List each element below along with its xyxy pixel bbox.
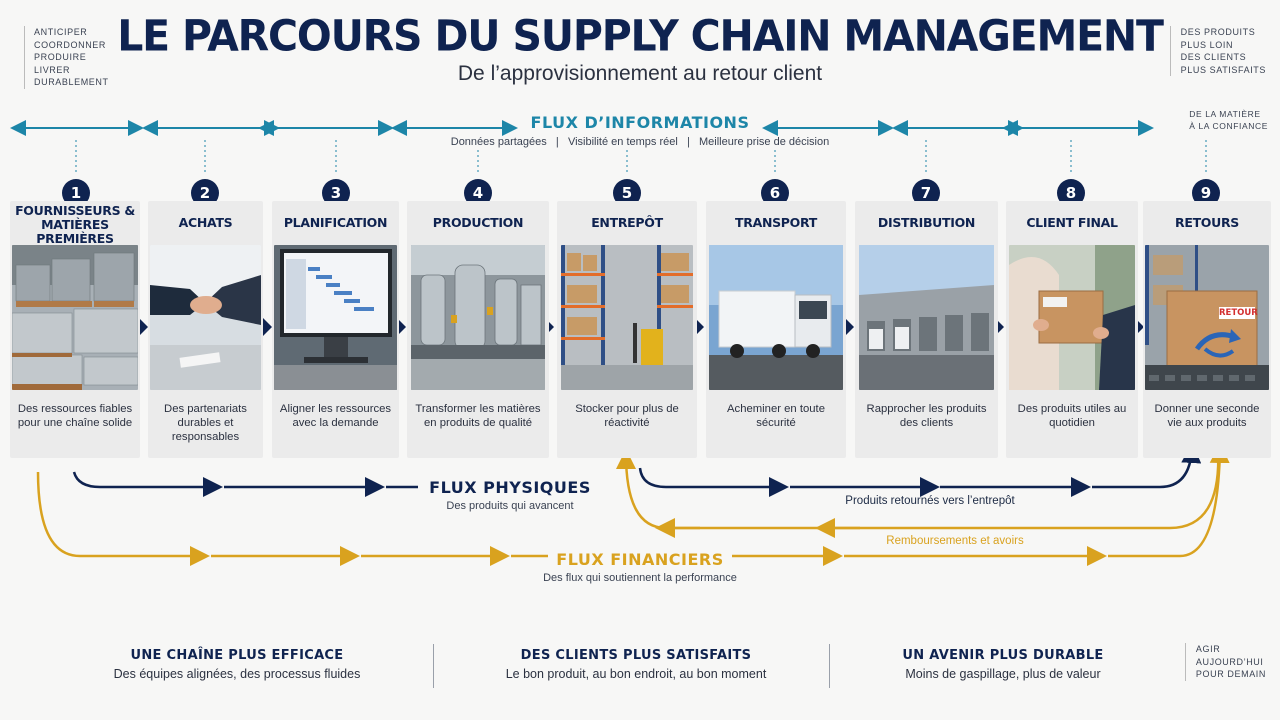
photo-warehouse <box>561 245 693 390</box>
step-title: FOURNISSEURS & MATIÈRES PREMIÈRES <box>15 203 135 246</box>
step-description: Des produits utiles au quotidien <box>1017 403 1127 429</box>
step-description: Des partenariats durables et responsable… <box>164 403 247 443</box>
physical-flow-line <box>72 443 1202 497</box>
financial-flow-line <box>36 443 1230 566</box>
financial-flow-label: FLUX FINANCIERS <box>556 550 724 569</box>
step-title: TRANSPORT <box>735 215 817 230</box>
corner-note-top-left: ANTICIPER COORDONNER PRODUIRE LIVRER DUR… <box>24 26 109 89</box>
step-title: ACHATS <box>178 215 233 230</box>
divider <box>433 644 434 688</box>
photo-return-box: RETOUR <box>1145 245 1269 390</box>
step-card-5: ENTREPÔT Stocker pour plus de réactivité <box>557 201 697 458</box>
benefit-title: UNE CHAÎNE PLUS EFFICACE <box>130 648 344 663</box>
photo-raw-materials <box>12 245 138 390</box>
benefit-title: DES CLIENTS PLUS SATISFAITS <box>520 648 752 663</box>
benefit-sustainability: UN AVENIR PLUS DURABLE Moins de gaspilla… <box>853 648 1153 681</box>
photo-planning-monitor <box>274 245 397 390</box>
photo-production-line <box>411 245 545 390</box>
page-title: LE PARCOURS DU SUPPLY CHAIN MANAGEMENT <box>117 10 1164 62</box>
step-description: Des ressources fiables pour une chaîne s… <box>17 403 133 429</box>
step-card-9: RETOURS RETOUR Donner une seconde vie au… <box>1143 201 1271 458</box>
step-title: DISTRIBUTION <box>877 215 976 230</box>
benefit-efficiency: UNE CHAÎNE PLUS EFFICACE Des équipes ali… <box>87 648 387 681</box>
divider <box>829 644 830 688</box>
step-description: Acheminer en toute sécurité <box>727 403 825 429</box>
photo-handshake <box>150 245 261 390</box>
step-title: ENTREPÔT <box>591 215 663 230</box>
returns-flow-label: Produits retournés vers l’entrepôt <box>845 495 1015 507</box>
page-subtitle: De l’approvisionnement au retour client <box>457 62 823 85</box>
photo-customer-receiving-box <box>1009 245 1135 390</box>
benefit-subtitle: Moins de gaspillage, plus de valeur <box>905 667 1101 681</box>
info-drop-lines <box>75 140 1207 175</box>
step-title: PRODUCTION <box>432 215 524 230</box>
step-card-4: PRODUCTION Transformer les matières en p… <box>407 201 549 458</box>
benefit-subtitle: Le bon produit, au bon endroit, au bon m… <box>505 667 767 681</box>
step-card-2: ACHATS Des partenariats durables et resp… <box>148 201 263 458</box>
step-description: Donner une seconde vie aux produits <box>1154 403 1260 429</box>
step-card-8: CLIENT FINAL Des produits utiles au quot… <box>1006 201 1138 458</box>
step-description: Aligner les ressources avec la demande <box>279 403 392 429</box>
step-description: Stocker pour plus de réactivité <box>575 403 679 429</box>
info-flow-subtitle: Données partagées | Visibilité en temps … <box>450 136 830 148</box>
corner-note-top-right: DES PRODUITS PLUS LOIN DES CLIENTS PLUS … <box>1169 26 1266 76</box>
photo-distribution-center <box>859 245 994 390</box>
physical-flow-label: FLUX PHYSIQUES <box>429 478 591 497</box>
step-card-1: FOURNISSEURS & MATIÈRES PREMIÈRES Des re… <box>10 201 140 458</box>
step-description: Transformer les matières en produits de … <box>415 403 541 429</box>
step-card-3: PLANIFICATION Aligner les ressources ave… <box>272 201 399 458</box>
step-title: PLANIFICATION <box>283 215 388 230</box>
physical-flow-subtitle: Des produits qui avancent <box>446 500 574 512</box>
financial-flow-subtitle: Des flux qui soutiennent la performance <box>543 572 737 584</box>
info-flow-label: FLUX D’INFORMATIONS <box>530 113 750 132</box>
step-card-7: DISTRIBUTION Rapprocher les produits des… <box>855 201 998 458</box>
benefit-subtitle: Des équipes alignées, des processus flui… <box>113 667 361 681</box>
step-title: CLIENT FINAL <box>1026 215 1118 230</box>
benefit-satisfaction: DES CLIENTS PLUS SATISFAITS Le bon produ… <box>486 648 786 681</box>
corner-note-right: DE LA MATIÈRE À LA CONFIANCE <box>1189 109 1268 131</box>
step-description: Rapprocher les produits des clients <box>866 403 987 429</box>
return-label-sticker: RETOUR <box>1219 307 1258 319</box>
photo-truck <box>709 245 843 390</box>
step-card-6: TRANSPORT Acheminer en toute sécurité <box>706 201 846 458</box>
corner-note-bottom-right: AGIR AUJOURD’HUI POUR DEMAIN <box>1184 643 1266 681</box>
refund-loop-line <box>616 447 1220 538</box>
benefit-title: UN AVENIR PLUS DURABLE <box>902 648 1104 663</box>
refunds-flow-label: Remboursements et avoirs <box>886 535 1024 547</box>
step-title: RETOURS <box>1175 215 1239 230</box>
